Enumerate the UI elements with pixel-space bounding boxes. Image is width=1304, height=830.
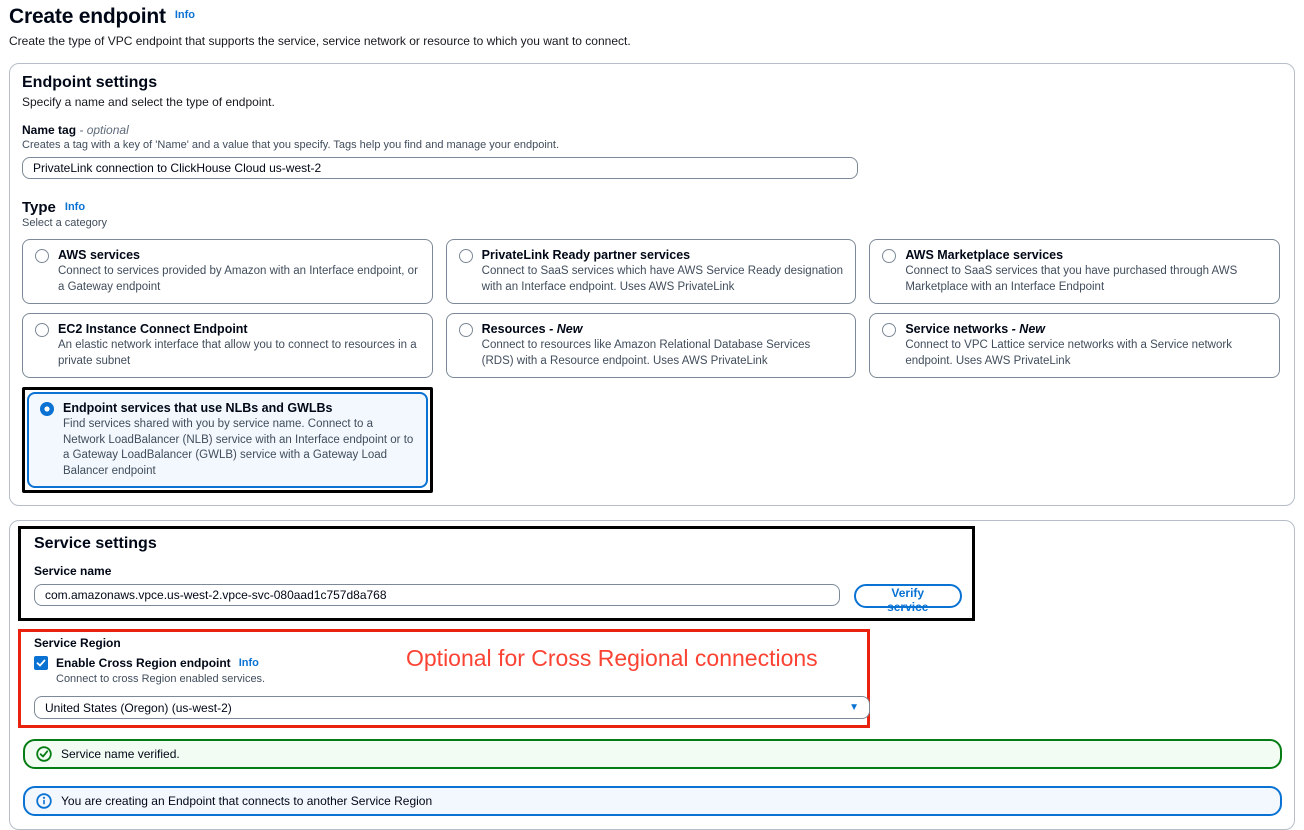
verify-service-button[interactable]: Verify service [853, 584, 962, 614]
cross-region-checkbox-label[interactable]: Enable Cross Region endpoint [56, 656, 231, 671]
cross-region-checkbox[interactable] [34, 656, 48, 671]
page-title-info-link[interactable]: Info [174, 9, 196, 21]
page-header: Create endpoint Info Create the type of … [0, 0, 1304, 48]
option-description: Connect to VPC Lattice service networks … [905, 339, 1232, 367]
option-new-badge: - New [549, 322, 583, 337]
page-subtitle: Create the type of VPC endpoint that sup… [9, 34, 631, 48]
cross-region-info-alert-text: You are creating an Endpoint that connec… [61, 794, 433, 809]
type-info-link[interactable]: Info [64, 201, 86, 213]
service-region-select[interactable]: United States (Oregon) (us-west-2) ▼ [34, 696, 870, 720]
option-title-text: Service networks [905, 322, 1009, 337]
page-title: Create endpoint [9, 5, 166, 28]
option-new-badge: - New [1011, 322, 1045, 337]
endpoint-settings-heading: Endpoint settings [22, 74, 158, 91]
type-option-service-networks[interactable]: Service networks - New Connect to VPC La… [869, 313, 1280, 379]
radio-icon[interactable] [882, 323, 897, 338]
option-title: EC2 Instance Connect Endpoint [58, 322, 248, 337]
name-tag-optional: - optional [79, 123, 129, 137]
type-options-grid: AWS services Connect to services provide… [22, 239, 1280, 494]
option-title: Endpoint services that use NLBs and GWLB… [63, 401, 333, 416]
option-title: AWS services [58, 248, 140, 262]
option-title-text: Resources [481, 322, 546, 337]
cross-region-info-link[interactable]: Info [238, 657, 259, 670]
service-name-input[interactable] [34, 584, 840, 607]
service-region-label: Service Region [34, 636, 121, 651]
option-description: Find services shared with you by service… [63, 418, 414, 477]
name-tag-help: Creates a tag with a key of 'Name' and a… [22, 139, 560, 151]
cross-region-help: Connect to cross Region enabled services… [56, 673, 266, 686]
name-tag-input[interactable] [22, 157, 858, 179]
service-region-selected-value: United States (Oregon) (us-west-2) [45, 700, 232, 715]
success-check-icon [36, 746, 52, 762]
endpoint-settings-description: Specify a name and select the type of en… [22, 95, 275, 109]
type-option-endpoint-services-nlb-gwlb[interactable]: Endpoint services that use NLBs and GWLB… [27, 392, 428, 489]
option-title: Service networks - New [905, 322, 1267, 336]
radio-icon[interactable] [882, 249, 897, 263]
name-tag-label: Name tag - optional [22, 123, 1282, 137]
option-title: PrivateLink Ready partner services [481, 248, 691, 262]
endpoint-settings-card: Endpoint settings Specify a name and sel… [9, 63, 1295, 507]
service-settings-annotation-rectangle: Service settings Service name Verify ser… [18, 526, 975, 622]
option-description: Connect to services provided by Amazon w… [58, 265, 418, 293]
service-settings-card: Service settings Service name Verify ser… [9, 520, 1295, 830]
type-option-marketplace[interactable]: AWS Marketplace services Connect to SaaS… [869, 239, 1280, 305]
radio-icon[interactable] [458, 323, 473, 338]
cross-region-info-alert: You are creating an Endpoint that connec… [23, 786, 1282, 817]
radio-icon[interactable] [35, 249, 49, 263]
type-option-ec2-instance-connect[interactable]: EC2 Instance Connect Endpoint An elastic… [22, 313, 433, 379]
option-description: Connect to SaaS services which have AWS … [481, 265, 844, 293]
type-option-privatelink-partner[interactable]: PrivateLink Ready partner services Conne… [445, 239, 857, 305]
radio-checked-icon[interactable] [40, 402, 54, 417]
checkmark-icon [36, 659, 46, 667]
selected-option-annotation-rectangle: Endpoint services that use NLBs and GWLB… [22, 387, 433, 494]
radio-icon[interactable] [35, 323, 49, 338]
service-name-label: Service name [34, 564, 112, 579]
type-heading: Type [22, 199, 56, 216]
service-verified-alert: Service name verified. [23, 739, 1282, 770]
option-title: AWS Marketplace services [905, 248, 1064, 262]
type-option-resources[interactable]: Resources - New Connect to resources lik… [445, 313, 857, 379]
service-verified-alert-text: Service name verified. [61, 747, 180, 762]
cross-region-annotation-text: Optional for Cross Regional connections [406, 645, 818, 672]
service-settings-heading: Service settings [34, 535, 157, 553]
option-description: Connect to SaaS services that you have p… [905, 265, 1238, 293]
name-tag-label-text: Name tag [22, 123, 77, 137]
info-icon [36, 793, 52, 809]
option-description: An elastic network interface that allow … [58, 339, 417, 367]
option-description: Connect to resources like Amazon Relatio… [481, 339, 811, 367]
radio-icon[interactable] [458, 249, 473, 263]
service-region-annotation-rectangle: Service Region Enable Cross Region endpo… [18, 629, 870, 729]
option-title: Resources - New [482, 322, 844, 336]
type-description: Select a category [22, 217, 107, 229]
chevron-down-icon: ▼ [849, 702, 859, 714]
type-option-aws-services[interactable]: AWS services Connect to services provide… [22, 239, 433, 305]
